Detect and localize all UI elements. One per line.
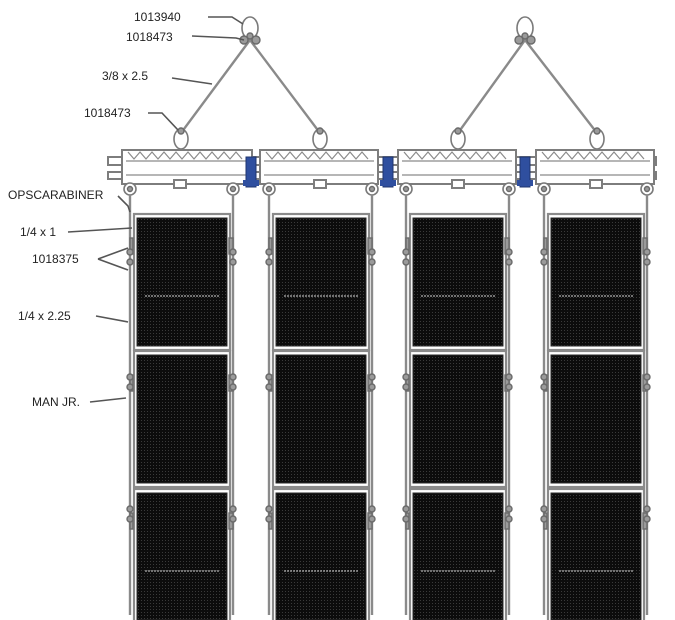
led-panel xyxy=(275,492,367,620)
carabiner-pin xyxy=(126,185,134,193)
cable-hardware xyxy=(229,515,237,523)
cable-hardware xyxy=(126,258,134,266)
cable-hardware xyxy=(505,383,513,391)
cable-hardware xyxy=(643,373,651,381)
cable-hardware xyxy=(229,383,237,391)
cable-hardware xyxy=(505,248,513,256)
truss-bar xyxy=(107,149,657,189)
cable-hardware xyxy=(265,505,273,513)
led-panel xyxy=(412,354,504,484)
cable-hardware xyxy=(229,505,237,513)
cable-hardware xyxy=(643,383,651,391)
led-column xyxy=(537,182,654,620)
led-panel xyxy=(412,217,504,347)
label-shackle-upper: 1018473 xyxy=(126,30,173,44)
cable-hardware xyxy=(505,505,513,513)
led-panel xyxy=(550,217,642,347)
led-panel xyxy=(550,492,642,620)
carabiner-pin xyxy=(643,185,651,193)
top-shackle-right xyxy=(514,16,536,45)
carabiner-pin xyxy=(368,185,376,193)
lower-shackles xyxy=(173,127,605,150)
truss-section-4 xyxy=(535,149,655,189)
carabiner-pin xyxy=(265,185,273,193)
cable-hardware xyxy=(402,383,410,391)
led-panel xyxy=(136,354,228,484)
cable-hardware xyxy=(265,248,273,256)
cable-hardware xyxy=(265,383,273,391)
cable-hardware xyxy=(540,258,548,266)
label-carabiner: OPSCARABINER xyxy=(8,188,104,202)
cable-hardware xyxy=(368,248,376,256)
cable-hardware xyxy=(643,248,651,256)
carabiner-pin xyxy=(505,185,513,193)
label-man-jr: MAN JR. xyxy=(32,395,80,409)
truss-section-1 xyxy=(121,149,253,189)
bridle-slings xyxy=(180,39,598,134)
cable-hardware xyxy=(505,258,513,266)
truss-section-3 xyxy=(397,149,517,189)
callout-leaders xyxy=(67,16,245,403)
led-panel xyxy=(136,492,228,620)
led-panel xyxy=(550,354,642,484)
cable-hardware xyxy=(265,515,273,523)
label-shackle-top: 1013940 xyxy=(134,10,181,24)
cable-hardware xyxy=(540,383,548,391)
cable-hardware xyxy=(368,515,376,523)
top-shackle-left xyxy=(239,16,261,45)
cable-hardware xyxy=(540,248,548,256)
led-panel xyxy=(136,217,228,347)
led-panel xyxy=(412,492,504,620)
led-panel xyxy=(275,354,367,484)
label-part-1018375: 1018375 xyxy=(32,252,79,266)
label-sling: 3/8 x 2.5 xyxy=(102,69,148,83)
callout-labels: 1013940 1018473 3/8 x 2.5 1018473 OPSCAR… xyxy=(8,10,181,409)
cable-hardware xyxy=(368,258,376,266)
led-column xyxy=(262,182,379,620)
cable-hardware xyxy=(402,373,410,381)
led-column xyxy=(123,182,240,620)
cable-hardware xyxy=(368,373,376,381)
cable-hardware xyxy=(540,505,548,513)
cable-hardware xyxy=(229,248,237,256)
cable-hardware xyxy=(368,505,376,513)
led-columns xyxy=(123,182,654,620)
carabiner-pin xyxy=(402,185,410,193)
cable-hardware xyxy=(229,258,237,266)
cable-hardware xyxy=(229,373,237,381)
cable-hardware xyxy=(540,373,548,381)
cable-hardware xyxy=(402,258,410,266)
cable-hardware xyxy=(505,515,513,523)
carabiner-pin xyxy=(540,185,548,193)
cable-hardware xyxy=(126,373,134,381)
cable-hardware xyxy=(126,515,134,523)
cable-hardware xyxy=(643,258,651,266)
cable-hardware xyxy=(402,505,410,513)
truss-section-2 xyxy=(259,149,379,189)
cable-hardware xyxy=(505,373,513,381)
label-cable-long: 1/4 x 2.25 xyxy=(18,309,71,323)
led-panel xyxy=(275,217,367,347)
cable-hardware xyxy=(643,505,651,513)
truss-clamps xyxy=(243,156,533,188)
cable-hardware xyxy=(402,248,410,256)
cable-hardware xyxy=(402,515,410,523)
cable-hardware xyxy=(540,515,548,523)
cable-hardware xyxy=(368,383,376,391)
led-column xyxy=(399,182,516,620)
label-cable-short: 1/4 x 1 xyxy=(20,225,56,239)
label-shackle-lower: 1018473 xyxy=(84,106,131,120)
cable-hardware xyxy=(265,373,273,381)
cable-hardware xyxy=(126,505,134,513)
cable-hardware xyxy=(265,258,273,266)
carabiner-pin xyxy=(229,185,237,193)
cable-hardware xyxy=(126,383,134,391)
cable-hardware xyxy=(126,248,134,256)
cable-hardware xyxy=(643,515,651,523)
